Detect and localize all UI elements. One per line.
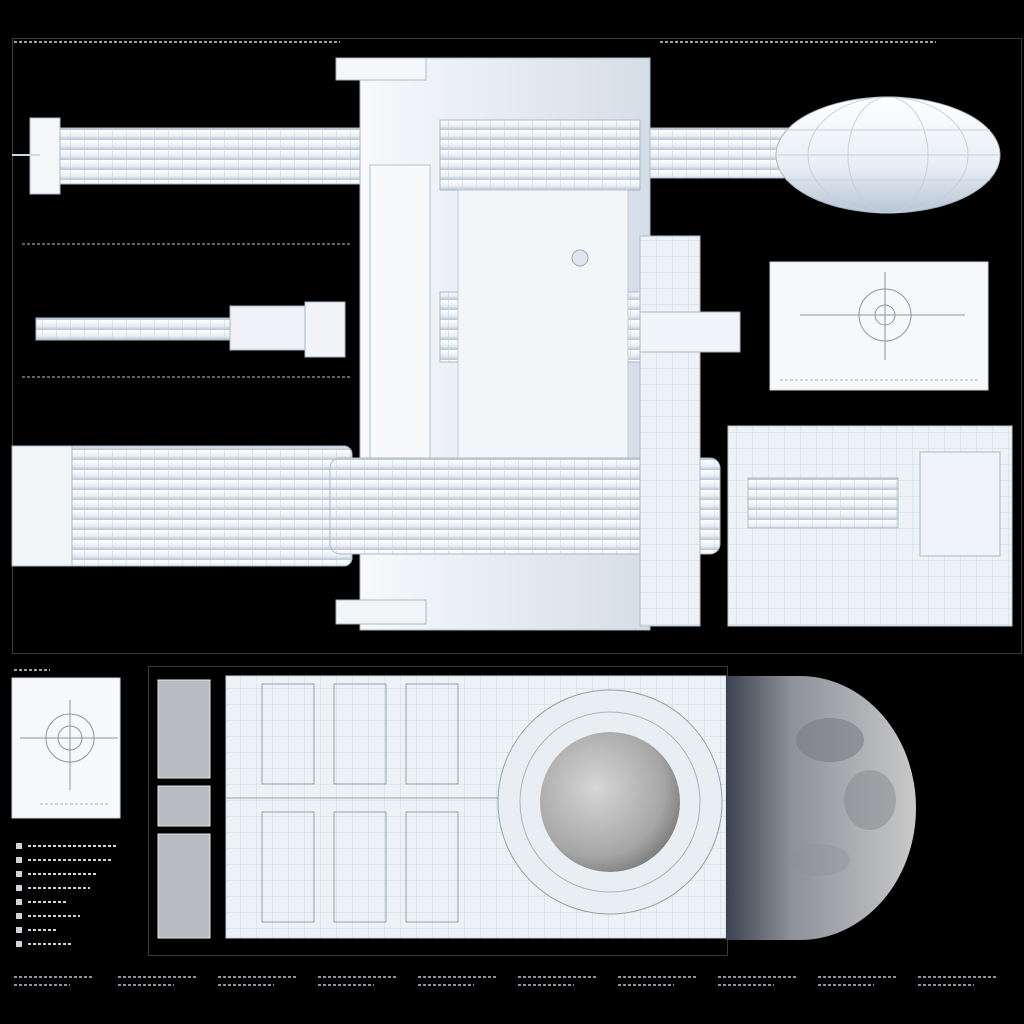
footer-column	[418, 976, 498, 996]
legend-row	[16, 856, 112, 864]
moon-icon-small	[540, 732, 680, 872]
compass-diagram-panel	[11, 677, 121, 819]
legend-row	[16, 940, 72, 948]
legend-row	[16, 870, 98, 878]
main-drawing-frame	[12, 38, 1022, 654]
swatch-1	[157, 679, 211, 779]
footer-column	[818, 976, 898, 996]
reticle-diagram-panel	[769, 261, 989, 391]
legend-row	[16, 912, 80, 920]
header-rule-right	[660, 41, 936, 43]
footer-column	[14, 976, 94, 996]
compass-rose-icon	[20, 700, 118, 790]
moon-icon	[726, 676, 916, 940]
crosshair-reticle-icon	[800, 272, 965, 360]
footer-column	[618, 976, 698, 996]
footer-column	[718, 976, 798, 996]
label-rule-1	[22, 243, 352, 245]
footer-column	[218, 976, 298, 996]
footer-column	[318, 976, 398, 996]
legend-row	[16, 842, 118, 850]
middle-boom	[35, 317, 237, 341]
legend-row	[16, 898, 68, 906]
radiator-panel	[639, 235, 701, 627]
swatch-2	[157, 785, 211, 827]
footer-column	[918, 976, 998, 996]
footer-column	[518, 976, 598, 996]
upper-boom	[39, 127, 371, 185]
legend-row	[16, 884, 90, 892]
legend-row	[16, 926, 58, 934]
footer-column	[118, 976, 198, 996]
label-rule-3	[14, 669, 50, 671]
label-rule-2	[22, 376, 352, 378]
header-rule-left	[14, 41, 340, 43]
swatch-3	[157, 833, 211, 939]
main-habitat-cylinder	[329, 457, 721, 555]
